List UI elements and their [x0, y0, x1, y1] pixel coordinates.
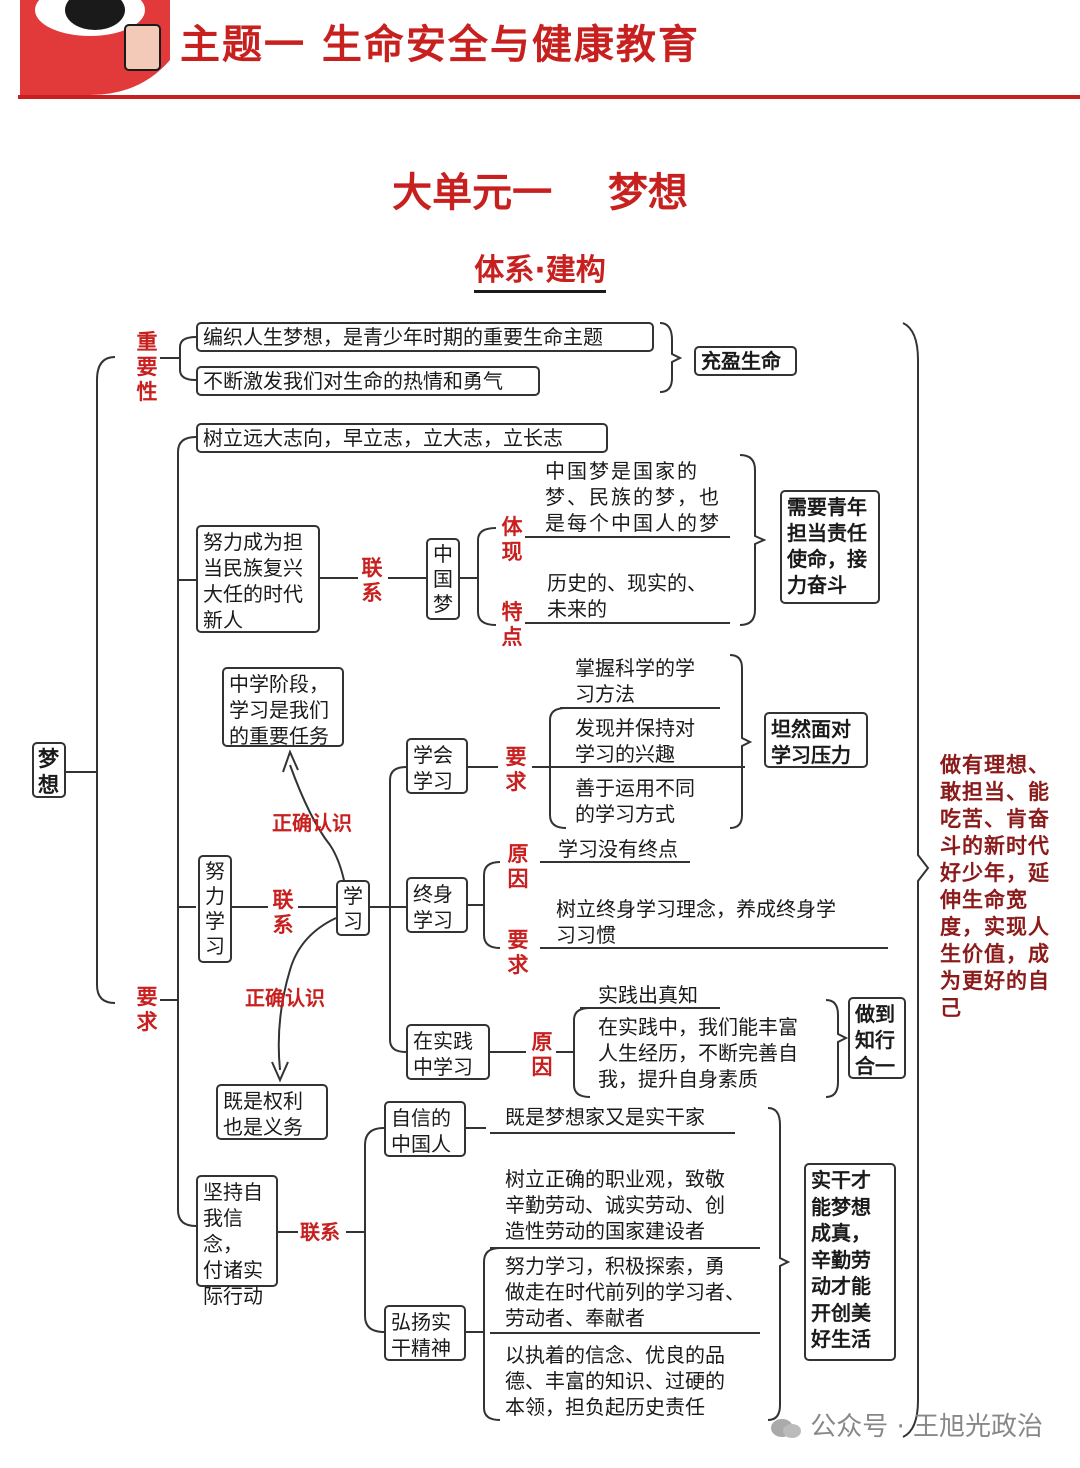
right-duty-box: 既是权利 也是义务	[216, 1084, 328, 1140]
learn-req-label: 要 求	[505, 745, 527, 794]
learn-to-learn-box: 学会 学习	[406, 738, 468, 794]
learn-req-1: 掌握科学的学 习方法	[575, 656, 695, 706]
belief-result: 实干才 能梦想 成真， 辛勤劳 动才能 开创美 好生活	[804, 1163, 896, 1361]
root-node: 梦 想	[32, 742, 66, 798]
newcomer-result: 需要青年 担当责任 使命，接 力奋斗	[780, 490, 880, 604]
study-effort-box: 努 力 学 习	[198, 855, 232, 963]
spirit-text-2: 努力学习，积极探索，勇 做走在时代前列的学习者、 劳动者、奉献者	[505, 1254, 745, 1330]
ambition-box: 树立远大志向，早立志，立大志，立长志	[196, 423, 608, 453]
feature-label: 特 点	[501, 600, 523, 649]
learn-req-2: 发现并保持对 学习的兴趣	[575, 716, 695, 766]
wechat-icon	[770, 1417, 802, 1439]
header-logo	[20, 0, 170, 95]
belief-link-label: 联系	[300, 1220, 340, 1244]
practice-reason-label: 原 因	[531, 1030, 553, 1079]
unit-title: 大单元一 梦想	[392, 170, 688, 216]
conclusion-text: 做有理想、敢担当、能吃苦、肯奋斗的新时代好少年，延伸生命宽度，实现人生价值，成为…	[940, 753, 1050, 1020]
header-divider	[18, 95, 1080, 99]
spirit-text-3: 以执着的信念、优良的品 德、丰富的知识、过硬的 本领，担负起历史责任	[505, 1343, 725, 1419]
lifelong-req: 树立终身学习理念，养成终身学 习习惯	[556, 897, 836, 947]
confident-chinese-box: 自信的 中国人	[384, 1101, 466, 1157]
lifelong-reason: 学习没有终点	[558, 837, 678, 861]
practice-result: 做到 知行 合一	[848, 997, 906, 1079]
practice-reason-1: 实践出真知	[598, 983, 698, 1007]
embody-text: 中国梦是国家的 梦、民族的梦，也 是每个中国人的梦	[545, 459, 721, 535]
practical-spirit-box: 弘扬实 干精神	[384, 1305, 466, 1361]
learn-req-3: 善于运用不同 的学习方式	[575, 776, 695, 826]
lifelong-req-label: 要 求	[507, 928, 529, 977]
learn-result: 坦然面对 学习压力	[764, 712, 868, 768]
lifelong-learning-box: 终身 学习	[406, 877, 468, 933]
spirit-text-1: 树立正确的职业观，致敬 辛勤劳动、诚实劳动、创 造性劳动的国家建设者	[505, 1167, 725, 1243]
china-dream-box: 中 国 梦	[426, 538, 460, 620]
feature-text: 历史的、现实的、 未来的	[547, 571, 707, 621]
newcomer-link-label: 联 系	[361, 556, 383, 605]
correct-understanding-1: 正确认识	[272, 811, 352, 835]
watermark: 公众号 · 王旭光政治	[770, 1406, 1043, 1443]
practice-learning-box: 在实践 中学习	[406, 1024, 490, 1080]
practice-reason-2: 在实践中，我们能丰富 人生经历，不断完善自 我，提升自身素质	[598, 1015, 798, 1091]
sub-title: 体系·建构	[0, 245, 1080, 293]
lifelong-reason-label: 原 因	[507, 842, 529, 891]
study-link-label: 联 系	[272, 888, 294, 937]
importance-item-2: 不断激发我们对生命的热情和勇气	[196, 366, 540, 396]
importance-result: 充盈生命	[694, 346, 797, 376]
confident-text: 既是梦想家又是实干家	[505, 1105, 705, 1129]
newcomer-box: 努力成为担 当民族复兴 大任的时代 新人	[196, 525, 320, 633]
study-task-box: 中学阶段， 学习是我们 的重要任务	[222, 667, 344, 748]
correct-understanding-2: 正确认识	[245, 986, 325, 1010]
header-title: 主题一 生命安全与健康教育	[180, 22, 700, 68]
requirements-label: 要 求	[136, 985, 158, 1034]
sub-title-text: 体系·建构	[474, 253, 606, 293]
importance-item-1: 编织人生梦想，是青少年时期的重要生命主题	[196, 322, 654, 352]
embody-label: 体 现	[501, 515, 523, 564]
study-node: 学 习	[336, 880, 370, 936]
importance-label: 重 要 性	[136, 330, 158, 404]
belief-box: 坚持自 我信念， 付诸实 际行动	[196, 1175, 278, 1308]
watermark-text: 公众号 · 王旭光政治	[810, 1412, 1044, 1442]
